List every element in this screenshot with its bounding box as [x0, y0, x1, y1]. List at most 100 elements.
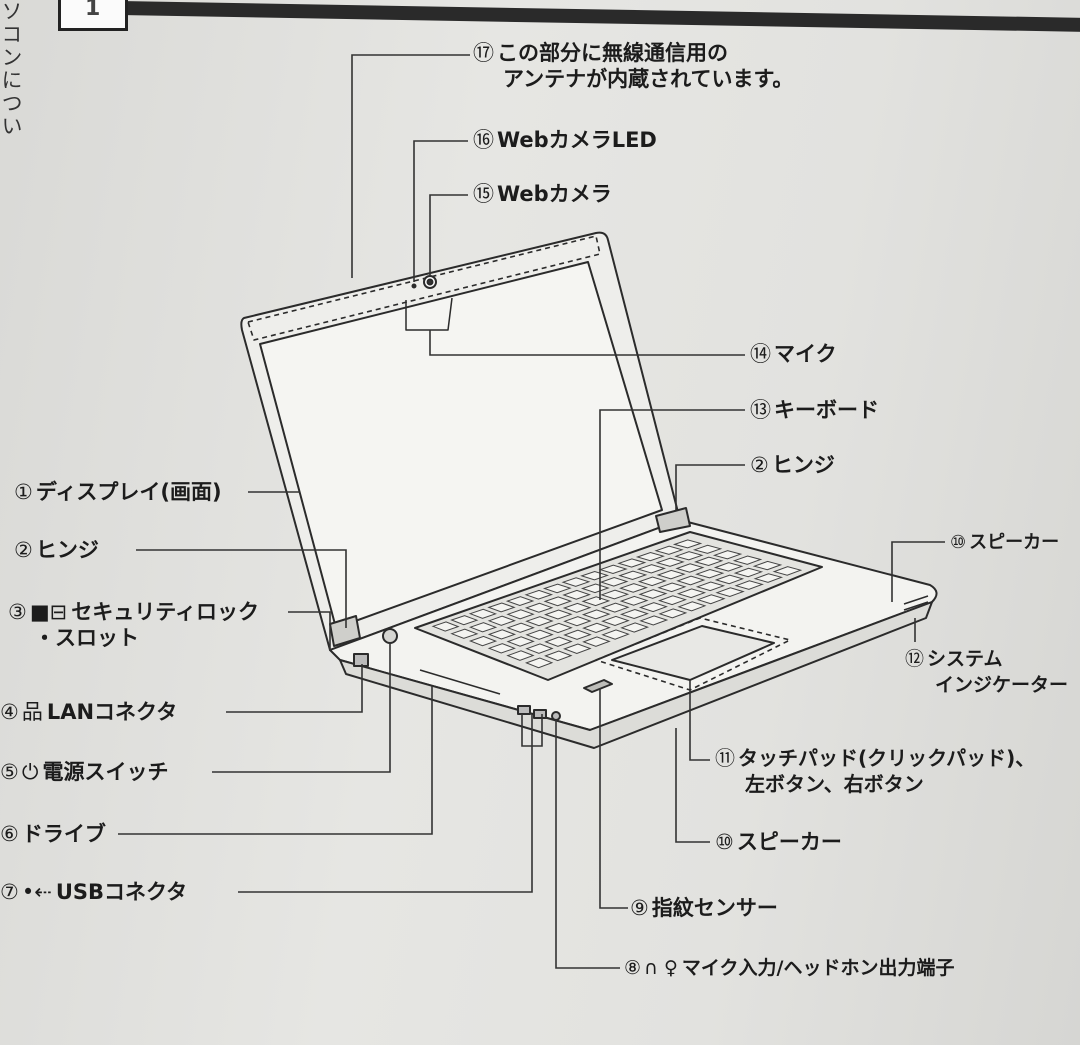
leader-lan — [226, 664, 363, 713]
leader-speaker-right — [891, 541, 945, 602]
fingerprint-sensor-shape — [583, 679, 613, 693]
keyboard-key — [562, 589, 591, 600]
keyboard-key — [676, 588, 707, 599]
keyboard-key — [734, 580, 764, 590]
keyboard-key — [601, 629, 630, 640]
keyboard-key — [692, 544, 723, 554]
keyboard-key — [676, 575, 706, 586]
keyboard-key — [582, 636, 611, 647]
leader-security — [288, 611, 331, 650]
touchpad — [611, 625, 775, 681]
keyboard-key — [544, 636, 573, 647]
keyboard-key — [638, 602, 668, 613]
keyboard-key — [450, 615, 479, 626]
keyboard-key — [600, 589, 630, 600]
keyboard-key — [618, 570, 648, 581]
keyboard-key — [506, 650, 535, 661]
keyboard-key — [542, 583, 572, 594]
keyboard-key — [487, 629, 517, 640]
keyboard-key — [619, 595, 649, 606]
keyboard-key — [506, 636, 535, 647]
hinge-right-shape — [655, 507, 691, 533]
network-icon: 品 — [21, 700, 43, 724]
keyboard-key — [753, 573, 784, 583]
keyboard-key — [543, 596, 573, 607]
keyboard-key — [563, 643, 592, 655]
webcam-led-dot — [411, 283, 417, 289]
drive-slot — [419, 669, 501, 695]
keyboard-key — [638, 589, 668, 599]
keyboard-key — [636, 564, 667, 574]
keyboard-key — [563, 616, 592, 627]
keyboard-key — [487, 643, 516, 654]
label-audio-jack: ⑧∩ ♀マイク入力/ヘッドホン出力端子 — [624, 957, 955, 979]
keyboard-key — [544, 650, 573, 662]
keyboard-key — [581, 596, 611, 607]
keyboard-key — [655, 557, 685, 567]
keyboard-key — [543, 609, 573, 620]
usb-port-a — [517, 705, 531, 715]
keyboard-key — [713, 562, 744, 572]
keyboard-key — [733, 567, 764, 578]
keyboard-key — [674, 551, 704, 561]
lock-icon: ■⊟ — [29, 600, 68, 624]
keyboard-key — [506, 622, 535, 633]
laptop-base-front — [339, 601, 933, 749]
keyboard-key — [505, 596, 535, 607]
keyboard-key — [637, 576, 667, 587]
usb-port-b — [533, 709, 547, 719]
keyboard-key — [656, 569, 686, 580]
usb-icon: •⇠ — [21, 880, 52, 904]
laptop-screen — [259, 261, 663, 629]
keyboard-key — [563, 629, 592, 640]
leader-fingerprint — [599, 688, 628, 909]
keyboard-key — [600, 602, 630, 613]
keyboard-key — [450, 628, 479, 639]
leader-usb-split — [521, 714, 543, 747]
keyboard-key — [714, 574, 745, 585]
keyboard-key — [431, 621, 460, 632]
keyboard-key — [696, 594, 726, 605]
keyboard-key — [468, 635, 498, 647]
keyboard-key — [581, 609, 611, 620]
keyboard-key — [639, 615, 669, 626]
keyboard-key — [715, 587, 745, 598]
keyboard-key — [598, 564, 628, 575]
touchpad-outline — [595, 617, 791, 691]
lan-port — [353, 653, 369, 667]
power-icon: ⏻ — [21, 760, 39, 784]
side-running-text: ソコンについ — [0, 0, 23, 138]
power-button-shape — [382, 628, 398, 644]
chapter-tab: 1 — [58, 0, 128, 31]
leader-usb — [238, 714, 533, 893]
keyboard-key — [677, 601, 707, 612]
keyboard-key — [619, 583, 648, 593]
keyboard-key — [620, 622, 650, 633]
keyboard-key — [561, 577, 591, 587]
label-security-slot: ③■⊟セキュリティロック ・スロット — [8, 600, 260, 650]
keyboard-key — [582, 622, 611, 634]
keyboard-key — [562, 602, 592, 613]
keyboard-key — [658, 608, 688, 619]
mic-marker — [405, 297, 453, 331]
keyboard-key — [617, 558, 647, 568]
leader-webcam-led — [413, 140, 468, 282]
keyboard-key — [468, 622, 498, 633]
keyboard-key — [525, 616, 554, 627]
keyboard-key — [672, 539, 703, 549]
label-power: ⑤⏻電源スイッチ — [0, 760, 169, 784]
leader-mic — [429, 330, 745, 356]
leader-touchpad — [689, 680, 710, 761]
